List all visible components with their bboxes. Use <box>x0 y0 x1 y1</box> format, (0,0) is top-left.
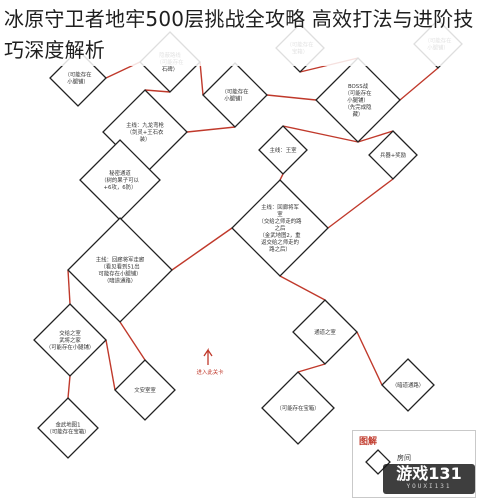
room-label: 兵器+奖励 <box>380 151 407 159</box>
room-label: 石碑） <box>162 65 178 73</box>
path-connector <box>105 339 116 391</box>
path-connector <box>282 125 359 143</box>
room-label: （金武地图2，重 <box>259 231 301 239</box>
room-label: 小腿铺） <box>347 96 369 104</box>
room-label: BOSS战 <box>348 82 369 90</box>
path-connector <box>186 126 236 133</box>
room-label: （可能存在小腿铺） <box>46 343 95 351</box>
path-connector <box>279 275 326 301</box>
room-label: （剑灵+王石衣 <box>127 128 164 136</box>
room-label: 金武地图1 <box>56 421 81 429</box>
page-title: 冰原守卫者地牢500层挑战全攻略 高效打法与进阶技巧深度解析 <box>4 4 474 66</box>
room-label: （可能存在宝箱） <box>276 404 319 412</box>
room-label: 藏） <box>353 110 364 118</box>
path-connector <box>199 61 204 96</box>
room-label: 路之后） <box>269 245 291 253</box>
room-label: 主线：回廊将军走廊 <box>96 256 145 264</box>
path-connector <box>67 375 71 399</box>
room-label: （可能存在 <box>222 88 250 96</box>
room-label: 主线：王室 <box>270 146 298 154</box>
room-diamond <box>231 179 329 277</box>
room-diamond <box>202 62 268 128</box>
room-diamond <box>114 359 176 421</box>
path-connector <box>399 67 439 101</box>
room-label: （交给之师走的路 <box>258 217 302 225</box>
room-label: 可能存在小腿铺） <box>98 270 141 278</box>
room-diamond <box>37 397 99 459</box>
room-diamond <box>292 299 358 365</box>
room-diamond <box>261 371 335 445</box>
room-node: 通道之室 <box>292 299 358 365</box>
room-label: 主线：九龙弯枪 <box>126 121 164 129</box>
room-label: （可能存在宝箱） <box>46 428 89 436</box>
path-connector <box>266 94 317 101</box>
room-label: 室 <box>277 210 283 218</box>
path-connector <box>67 269 71 305</box>
room-diamond <box>33 303 107 377</box>
room-label: 装） <box>140 135 151 143</box>
room-diamond <box>258 125 308 175</box>
room-label: 交给之室 <box>59 329 81 337</box>
path-connector <box>297 363 326 373</box>
room-node: （可能存在宝箱） <box>261 371 335 445</box>
legend-title: 图解 <box>359 437 378 447</box>
room-diamond <box>368 130 418 180</box>
annotations: 进入此关卡 <box>197 347 225 376</box>
watermark-logo: 游戏131 YOUXI131 <box>383 464 475 494</box>
room-label: 通道之室 <box>314 328 336 336</box>
path-connector <box>279 173 284 181</box>
entry-arrow <box>203 347 213 365</box>
room-node: （暗道通路） <box>381 358 435 412</box>
entry-label: 进入此关卡 <box>197 368 225 376</box>
room-label: 文安室室 <box>134 386 156 394</box>
room-label: （树的果子可以 <box>101 176 139 184</box>
room-label: +6攻，6防） <box>104 183 137 191</box>
room-node: 主线：王室 <box>258 125 308 175</box>
path-connector <box>171 227 233 271</box>
path-connector <box>357 130 394 143</box>
watermark-sub: YOUXI131 <box>406 483 452 490</box>
room-label: 之后 <box>275 224 286 232</box>
room-label: （暗道通路） <box>392 381 424 389</box>
room-diamond <box>381 358 435 412</box>
room-label: （暗道通路） <box>104 277 136 285</box>
path-connector <box>144 89 171 93</box>
room-label: 主线：回廊将军 <box>261 203 299 211</box>
room-nodes: （可能存在小腿铺）（可能存在宝箱）（可能存在小腿铺）隐蔽路线（可能存在石碑）主线… <box>33 19 463 459</box>
room-label: （先完成隐 <box>345 103 373 111</box>
room-node: 金武地图1（可能存在宝箱） <box>37 397 99 459</box>
watermark-main: 游戏131 <box>396 464 462 483</box>
room-node: （可能存在小腿铺） <box>202 62 268 128</box>
room-label: （看见看到51出 <box>100 263 139 271</box>
room-diamond <box>67 217 173 323</box>
room-label: （可能存在 <box>65 71 93 79</box>
room-label: 秘密通道 <box>109 169 131 177</box>
room-node: 兵器+奖励 <box>368 130 418 180</box>
legend-room-label: 房间 <box>397 454 411 462</box>
path-connector <box>356 331 383 386</box>
room-label: 小腿铺） <box>224 95 246 103</box>
path-connector <box>119 321 146 361</box>
room-node: 文安室室 <box>114 359 176 421</box>
room-diamond <box>315 57 401 143</box>
room-label: 返交给之师走的 <box>261 238 299 246</box>
room-label: （可能存在 <box>345 89 373 97</box>
path-connector <box>327 178 394 229</box>
room-label: 武将之家 <box>59 336 81 344</box>
room-label: 小腿铺） <box>67 78 89 86</box>
